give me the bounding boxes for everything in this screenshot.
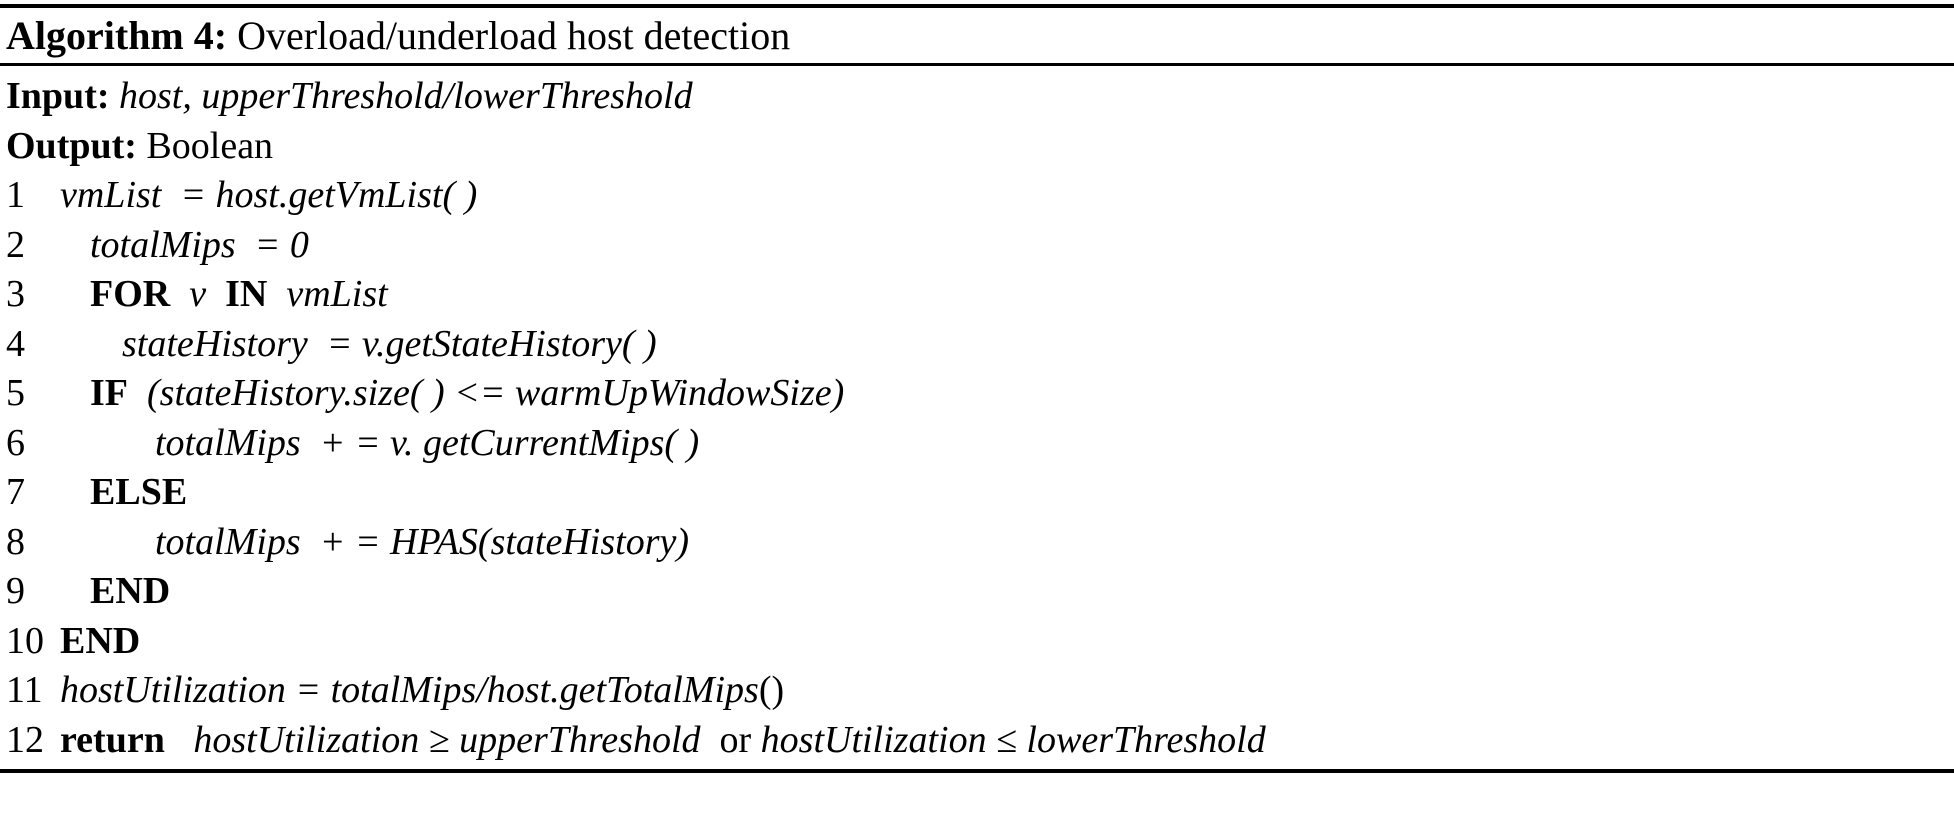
code-line-body: END	[60, 617, 140, 667]
code-line: 3 FOR v IN vmList	[6, 270, 1954, 320]
code-line-number: 8	[6, 520, 25, 563]
code-line-body: vmList = host.getVmList( )	[60, 171, 477, 221]
code-token: totalMips + = v. getCurrentMips( )	[155, 421, 700, 464]
code-line-number: 5	[6, 372, 25, 414]
input-row: Input: host, upperThreshold/lowerThresho…	[6, 72, 1954, 122]
top-rule	[0, 4, 1954, 8]
code-token: hostUtilization ≥ upperThreshold	[193, 718, 701, 761]
output-value-text: Boolean	[146, 124, 274, 167]
bottom-rule	[0, 769, 1954, 773]
code-line: 10 END	[6, 617, 1954, 667]
code-line-number: 11	[6, 669, 43, 711]
code-line-number: 10	[6, 619, 44, 662]
input-value-text: host, upperThreshold/lowerThreshold	[119, 75, 693, 117]
code-token: END	[90, 570, 171, 612]
code-token: IF	[90, 372, 128, 414]
code-line-number: 4	[6, 322, 25, 365]
code-line: 5 IF (stateHistory.size( ) <= warmUpWindo…	[6, 369, 1954, 419]
code-token	[267, 273, 286, 315]
code-line-body: hostUtilization = totalMips/host.getTota…	[60, 666, 784, 716]
algorithm-caption-title-text: Overload/underload host detection	[237, 13, 791, 58]
code-token: ELSE	[90, 471, 188, 513]
algorithm-code-lines: 1 vmList = host.getVmList( ) 2 totalMips = …	[6, 171, 1954, 765]
code-token: v	[189, 273, 207, 315]
code-token: totalMips + = HPAS(stateHistory)	[155, 520, 690, 563]
code-line: 9 END	[6, 567, 1954, 617]
code-token: return	[60, 718, 165, 761]
algorithm-block: Algorithm 4: Overload/underload host det…	[0, 4, 1954, 833]
code-line: 11 hostUtilization = totalMips/host.getTo…	[6, 666, 1954, 716]
algorithm-caption: Algorithm 4: Overload/underload host det…	[0, 8, 1954, 63]
code-token: stateHistory = v.getStateHistory( )	[122, 322, 657, 365]
code-token: vmList	[286, 273, 388, 315]
code-line: 8 totalMips + = HPAS(stateHistory)	[6, 518, 1954, 568]
code-line: 1 vmList = host.getVmList( )	[6, 171, 1954, 221]
code-line-number: 6	[6, 421, 25, 464]
code-token	[170, 273, 189, 315]
code-token: IN	[225, 273, 268, 315]
code-line: 12 return hostUtilization ≥ upperThreshol…	[6, 716, 1954, 766]
code-line-number: 2	[6, 223, 25, 266]
code-token: hostUtilization = totalMips/host.getTota…	[60, 669, 759, 711]
algorithm-caption-title: Overload/underload host detection	[227, 14, 790, 58]
input-value: host, upperThreshold/lowerThreshold	[110, 72, 693, 122]
output-row: Output: Boolean	[6, 122, 1954, 172]
code-token: totalMips = 0	[90, 223, 309, 266]
code-line: 2 totalMips = 0	[6, 221, 1954, 271]
code-line-body: totalMips + = v. getCurrentMips( )	[60, 419, 699, 469]
code-line: 7 ELSE	[6, 468, 1954, 518]
code-line-number: 7	[6, 471, 25, 513]
algorithm-caption-label: Algorithm 4:	[6, 13, 228, 58]
code-line-body: return hostUtilization ≥ upperThreshold …	[60, 716, 1266, 766]
code-token	[165, 719, 194, 761]
code-token: hostUtilization ≤ lowerThreshold	[760, 718, 1266, 761]
code-line-body: stateHistory = v.getStateHistory( )	[60, 320, 657, 370]
code-line-number: 3	[6, 273, 25, 315]
code-token	[206, 273, 225, 315]
code-token: FOR	[90, 273, 171, 315]
code-token: ()	[758, 669, 785, 711]
code-line-number: 1	[6, 174, 25, 216]
code-line: 4 stateHistory = v.getStateHistory( )	[6, 320, 1954, 370]
code-token: vmList = host.getVmList( )	[60, 174, 478, 216]
code-token: (stateHistory.size( ) <= warmUpWindowSiz…	[147, 372, 845, 414]
code-line-body: IF (stateHistory.size( ) <= warmUpWindow…	[60, 369, 844, 419]
output-value: Boolean	[137, 122, 273, 172]
input-label: Input:	[6, 75, 110, 117]
code-line-body: ELSE	[60, 468, 187, 518]
algorithm-body: Input: host, upperThreshold/lowerThresho…	[0, 66, 1954, 769]
code-line-body: totalMips + = HPAS(stateHistory)	[60, 518, 689, 568]
code-token: or	[700, 718, 761, 761]
code-line-number: 9	[6, 570, 25, 612]
code-line-body: totalMips = 0	[60, 221, 309, 271]
code-line-body: END	[60, 567, 170, 617]
caption-separator-rule	[0, 63, 1954, 66]
code-line-number: 12	[6, 718, 44, 761]
output-label: Output:	[6, 124, 137, 167]
code-token	[128, 372, 147, 414]
code-line: 6 totalMips + = v. getCurrentMips( )	[6, 419, 1954, 469]
code-line-body: FOR v IN vmList	[60, 270, 388, 320]
code-token: END	[60, 619, 141, 662]
